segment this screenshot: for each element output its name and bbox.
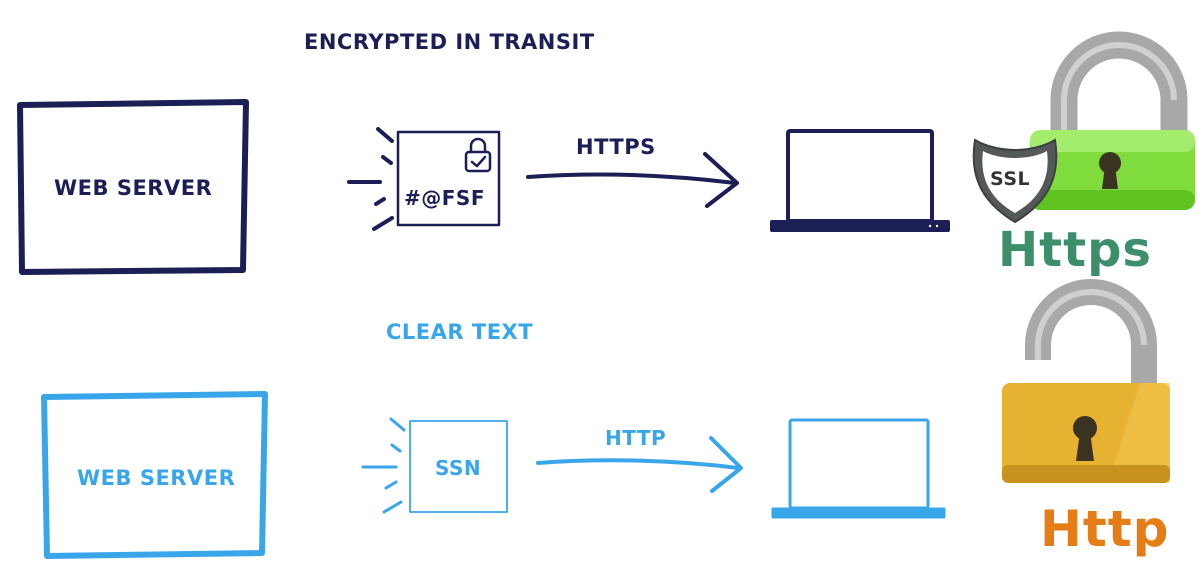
http-padlock-icon [1002,279,1170,483]
encrypted-row [17,99,950,275]
clear-heading: CLEAR TEXT [386,320,534,344]
https-protocol-label: HTTPS [576,135,656,159]
http-protocol-label: HTTP [605,426,667,450]
web-server-label: WEB SERVER [54,176,213,200]
motion-lines [361,417,406,514]
https-arrow [526,152,739,208]
packet-box [396,130,501,227]
clear-row [41,391,946,559]
web-server-box [41,391,268,559]
laptop-icon [770,129,950,232]
http-badge-text: Http [1040,500,1170,558]
web-server-label: WEB SERVER [77,466,236,490]
web-server-box [17,99,249,275]
http-arrow [536,436,743,493]
encrypted-heading: ENCRYPTED IN TRANSIT [304,30,595,54]
ssl-shield-text: SSL [990,168,1031,190]
https-badge-text: Https [998,222,1152,278]
ssl-shield-icon [972,138,1058,224]
https-padlock-icon [1030,31,1195,210]
laptop-icon [771,418,946,519]
packet-text: SSN [435,456,482,480]
packet-box [409,420,508,513]
lock-icon [464,137,492,173]
motion-lines [347,127,394,231]
packet-text: #@FSF [404,186,485,210]
